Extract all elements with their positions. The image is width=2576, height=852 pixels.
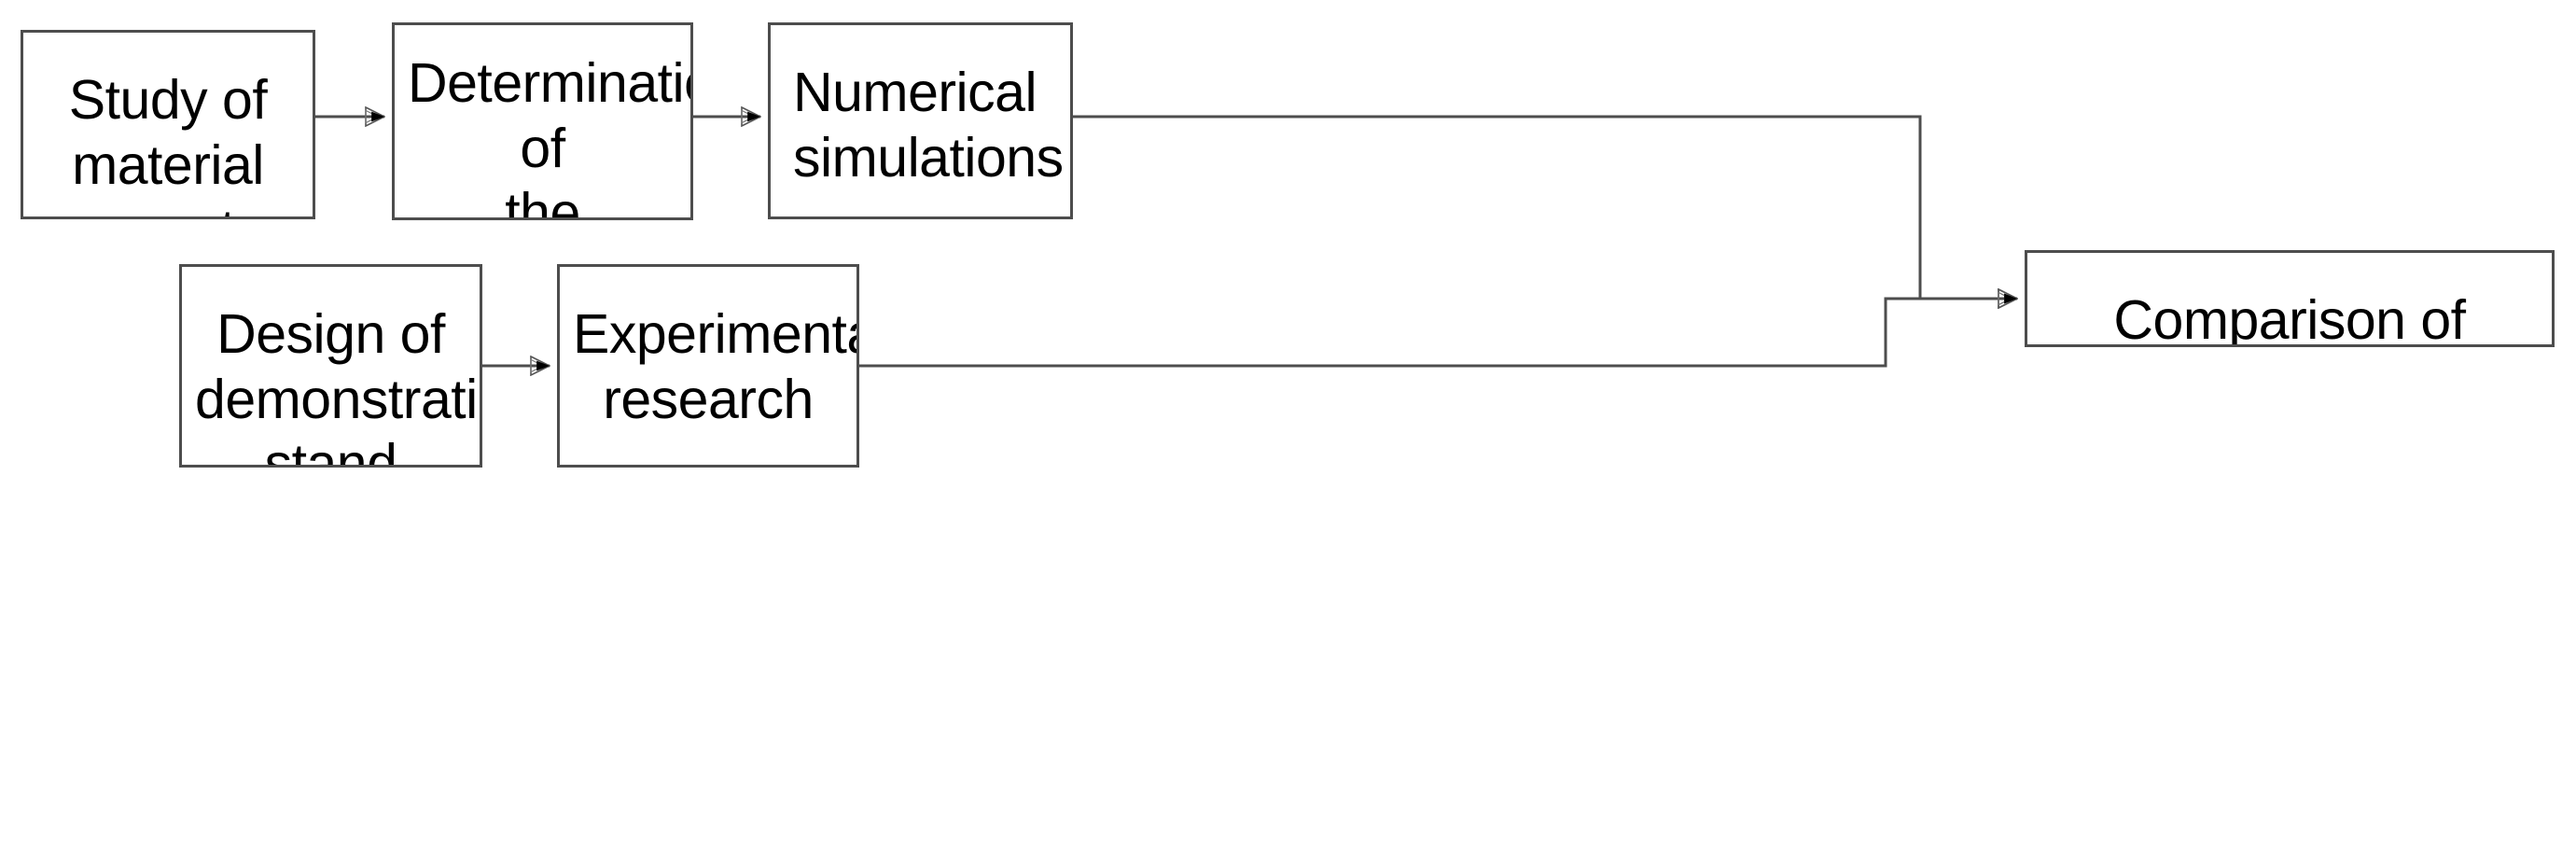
node-label-study-of-material-parameters: Study of material parameters — [36, 69, 311, 216]
node-label-design-of-demonstration-stand: Design of demonstration stand — [195, 303, 480, 468]
node-study-of-material-parameters[interactable]: Study of material parameters — [21, 30, 315, 219]
node-design-of-demonstration-stand[interactable]: Design of demonstration stand — [179, 264, 482, 468]
node-label-experimental-research: Experimental research — [573, 303, 859, 430]
node-numerical-simulations[interactable]: Numerical simulations — [768, 22, 1073, 219]
node-label-numerical-simulations: Numerical simulations — [793, 62, 1064, 189]
node-label-determination-of-numerical-models-parameters: Determination of the numerical models pa… — [408, 52, 690, 220]
edge-experimental-to-comparison — [859, 299, 2017, 368]
node-determination-of-numerical-models-parameters[interactable]: Determination of the numerical models pa… — [392, 22, 693, 220]
edge-simulations-to-comparison — [1073, 115, 2017, 299]
node-comparison-of-results[interactable]: Comparison of results — [2025, 250, 2555, 347]
node-experimental-research[interactable]: Experimental research — [557, 264, 859, 468]
node-label-comparison-of-results: Comparison of results — [2113, 289, 2466, 347]
